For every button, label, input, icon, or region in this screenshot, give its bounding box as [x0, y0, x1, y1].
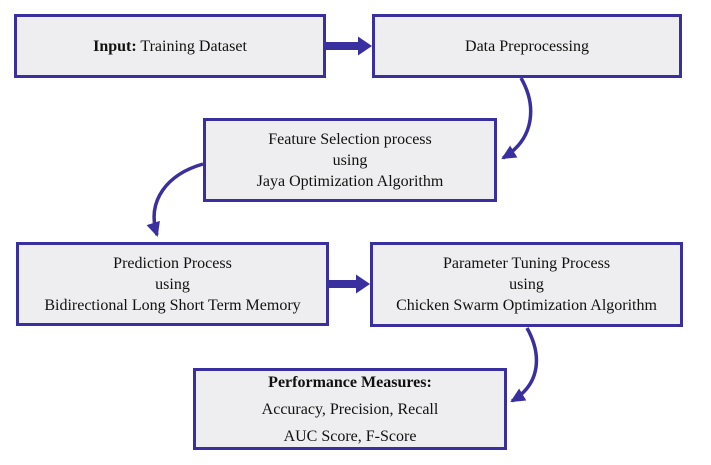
- arrow-input-to-preprocessing: [326, 36, 372, 56]
- node-label: Input: Training Dataset: [93, 36, 247, 57]
- node-line: using: [332, 151, 368, 169]
- node-line: Bidirectional Long Short Term Memory: [44, 296, 301, 314]
- node-line: Parameter Tuning Process: [442, 255, 611, 272]
- node-line: using: [155, 275, 190, 293]
- node-line: Prediction Process: [113, 254, 232, 272]
- node-title: Performance Measures:: [268, 373, 432, 391]
- node-line: Feature Selection process: [268, 130, 432, 148]
- node-line: Chicken Swarm Optimization Algorithm: [396, 297, 657, 314]
- arrow-feature-to-prediction: [146, 162, 204, 238]
- node-label-text: Training Dataset: [136, 37, 247, 55]
- node-data-preprocessing: Data Preprocessing: [372, 14, 682, 78]
- node-input-training-dataset: Input: Training Dataset: [14, 14, 326, 78]
- arrow-prediction-to-tuning: [329, 274, 370, 294]
- node-performance-measures: Performance Measures: Accuracy, Precisio…: [193, 368, 507, 450]
- node-label: Data Preprocessing: [465, 37, 589, 55]
- node-parameter-tuning: Parameter Tuning Process using Chicken S…: [370, 242, 683, 327]
- node-line: AUC Score, F-Score: [283, 427, 417, 445]
- node-feature-selection: Feature Selection process using Jaya Opt…: [203, 118, 497, 202]
- node-line: Accuracy, Precision, Recall: [261, 400, 439, 418]
- node-line: using: [509, 276, 544, 293]
- node-line: Jaya Optimization Algorithm: [256, 172, 444, 190]
- arrow-preprocessing-to-feature: [501, 77, 533, 160]
- node-label-bold-prefix: Input:: [93, 37, 137, 55]
- node-prediction-process: Prediction Process using Bidirectional L…: [16, 242, 329, 326]
- arrow-tuning-to-performance: [510, 327, 539, 403]
